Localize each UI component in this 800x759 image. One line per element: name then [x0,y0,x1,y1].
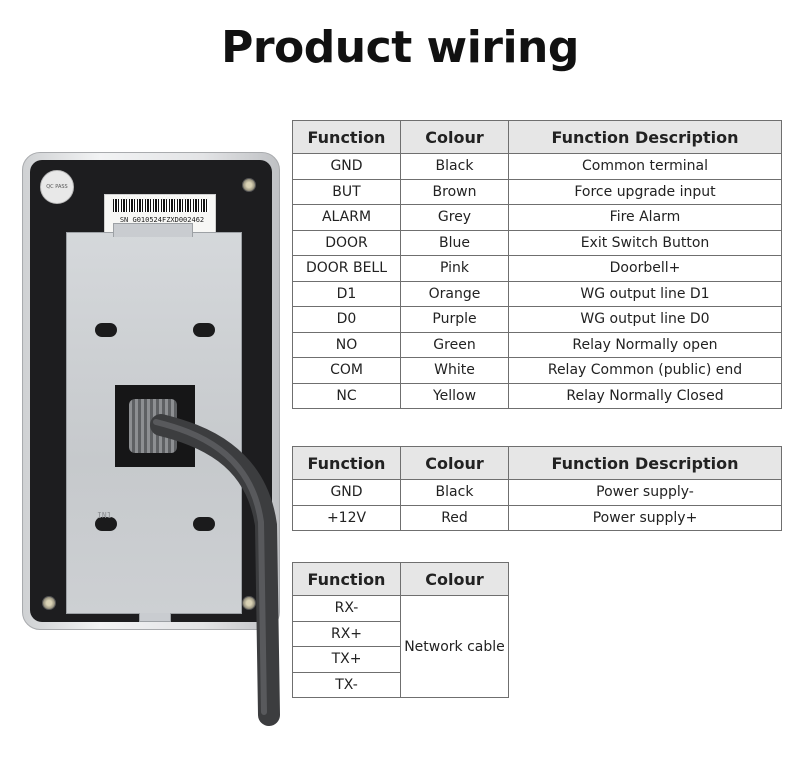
network-cable-cell: Network cable [400,595,509,698]
mounting-slot [95,323,117,337]
mounting-slot [95,517,117,531]
network-wiring-table: Function Colour RX- Network cable RX+ TX… [292,562,509,698]
power-wiring-table: Function Colour Function Description GND… [292,446,782,531]
table-header-row: Function Colour [292,562,509,596]
header-colour: Colour [400,446,509,480]
table-row: TX+ [292,646,509,673]
header-description: Function Description [508,120,782,154]
table-header-row: Function Colour Function Description [292,120,782,154]
main-wiring-table: Function Colour Function Description GND… [292,120,782,409]
screw-icon [42,596,56,610]
header-colour: Colour [400,562,509,596]
header-function: Function [292,446,401,480]
page-title: Product wiring [221,22,579,73]
screw-icon [242,596,256,610]
mounting-slot [193,323,215,337]
table-header-row: Function Colour Function Description [292,446,782,480]
header-function: Function [292,562,401,596]
table-row: TX- [292,671,509,698]
plate-tab [113,223,193,237]
header-colour: Colour [400,120,509,154]
header-function: Function [292,120,401,154]
serial-number: SN G010524FZXD002462 [119,216,205,224]
plate-bottom-tab [139,613,171,622]
qc-seal-sticker: QC PASS [40,170,74,204]
device-back-illustration: QC PASS SN G010524FZXD002462 IN1 [22,152,280,726]
header-description: Function Description [508,446,782,480]
mounting-slot [193,517,215,531]
table-row: RX- Network cable [292,595,509,698]
plate-mark: IN1 [97,511,112,520]
screw-icon [242,178,256,192]
cable-icon [150,414,280,726]
barcode-icon [113,199,209,212]
